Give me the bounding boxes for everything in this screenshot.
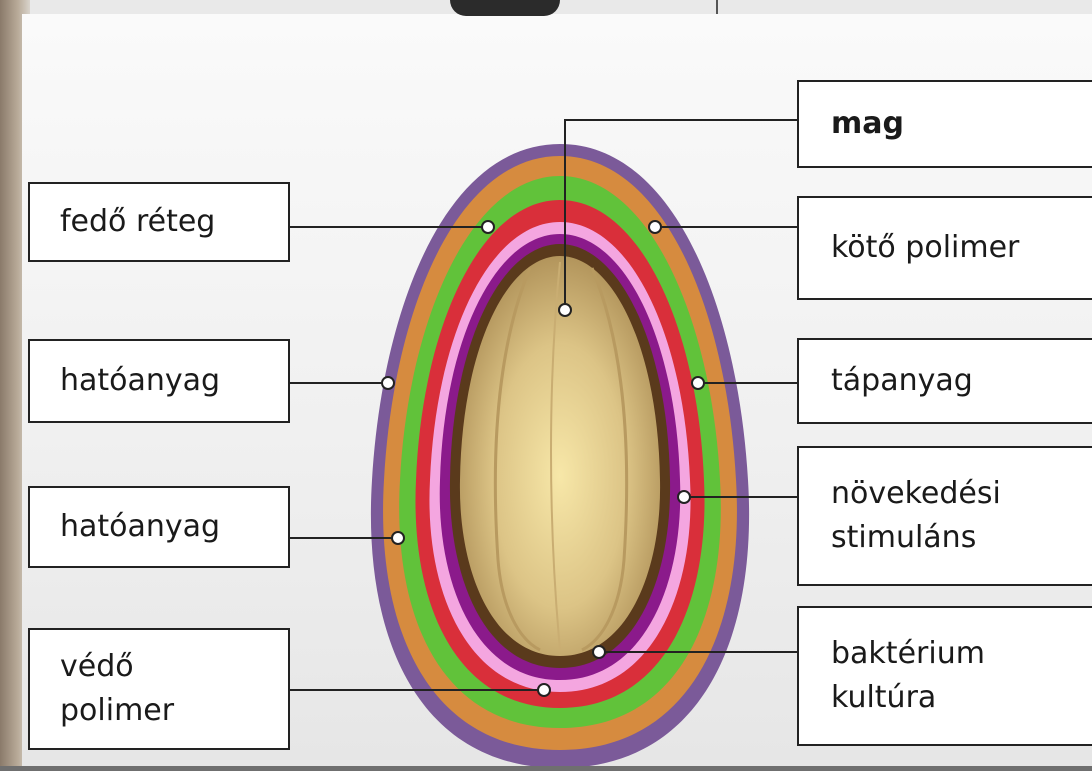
label-fedo-reteg: fedő réteg [28,182,290,262]
seed-layers [371,144,749,768]
label-hatoanyag-1: hatóanyag [28,339,290,423]
label-vedo-polimer: védő polimer [28,628,290,750]
dot-tapanyag [692,377,704,389]
label-tapanyag: tápanyag [797,338,1092,424]
label-mag: mag [797,80,1092,168]
dot-mag [559,304,571,316]
dot-hatoanyag-1 [382,377,394,389]
label-hatoanyag-2: hatóanyag [28,486,290,568]
label-koto-polimer: kötő polimer [797,196,1092,300]
dot-novekedesi [678,491,690,503]
label-bakterium-kultura: baktérium kultúra [797,606,1092,746]
label-novekedesi-stimulans: növekedési stimuláns [797,446,1092,586]
dot-vedo-polimer [538,684,550,696]
bottom-edge [0,766,1092,771]
dot-fedo-reteg [482,221,494,233]
dot-koto-polimer [649,221,661,233]
dot-bakterium [593,646,605,658]
dot-hatoanyag-2 [392,532,404,544]
